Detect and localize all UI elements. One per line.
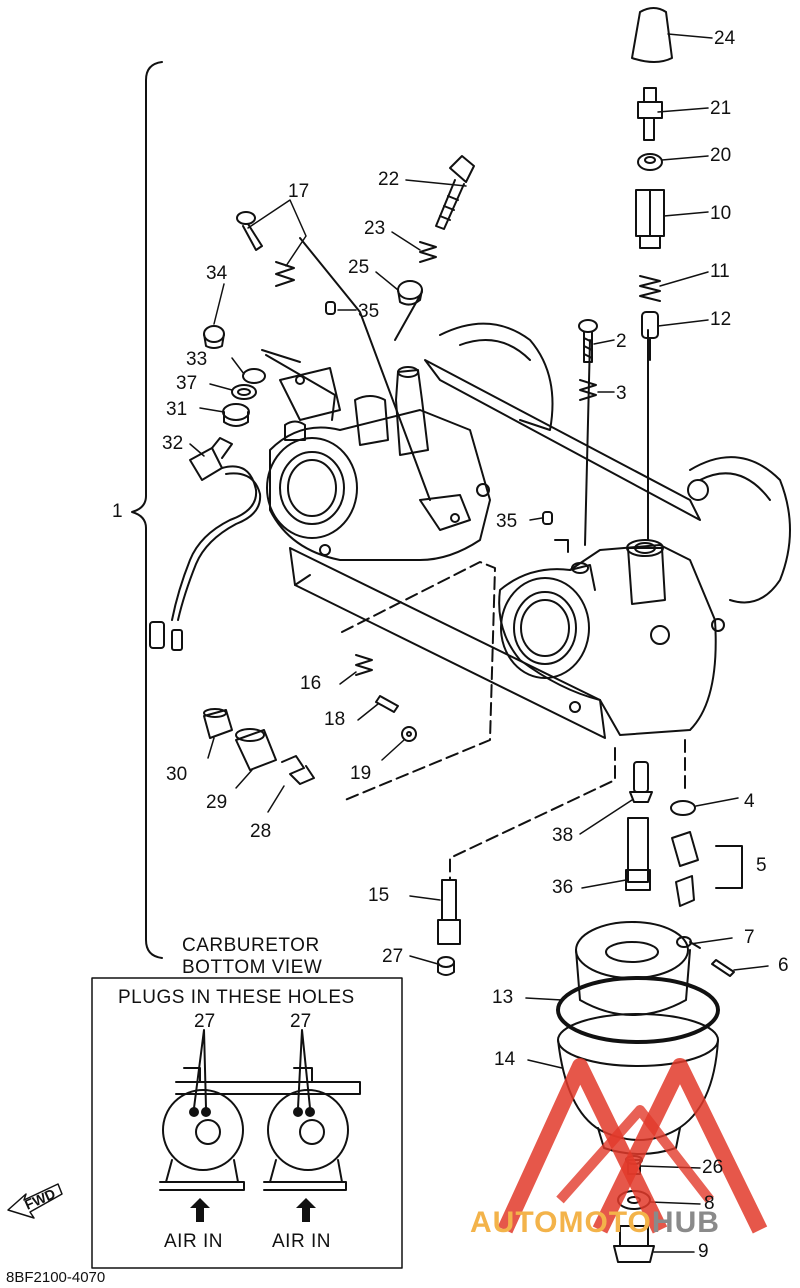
inset-label-27-left: 27 [194,1011,216,1032]
diagram-code: 8BF2100-4070 [6,1269,106,1286]
label-part-23: 23 [364,218,386,239]
part-5-jets [671,831,743,907]
part-31-nut [222,403,250,427]
label-part-18: 18 [324,709,346,730]
label-part-31: 31 [166,399,188,420]
label-part-11: 11 [710,261,730,282]
inset-plugs-text: PLUGS IN THESE HOLES [118,987,355,1008]
watermark-logo [497,1058,768,1234]
float-assembly [575,921,691,1016]
label-part-27: 27 [382,946,404,967]
part-35b-plug [542,511,553,525]
part-27-plug [437,956,455,976]
label-part-21: 21 [710,98,732,119]
part-17-screw [236,211,295,287]
carburetor-body [266,322,791,739]
part-22-screw [435,155,475,230]
label-part-20: 20 [710,145,732,166]
part-19-clip [401,726,417,742]
label-part-17: 17 [288,181,310,202]
label-part-35a: 35 [358,301,380,322]
label-part-28: 28 [250,821,272,842]
label-part-15: 15 [368,885,390,906]
part-37-oring [231,384,257,400]
part-4-washer [670,800,696,816]
part-34-cap [203,325,225,349]
assembly-bracket [131,61,163,959]
part-38-jet [629,761,653,803]
label-part-8: 8 [704,1193,715,1214]
part-32-sensor [149,437,262,651]
watermark-text: AUTOMOTOHUB [470,1206,720,1240]
inset-title-line2: BOTTOM VIEW [182,957,323,978]
label-part-19: 19 [350,763,372,784]
part-2-screw [578,319,598,363]
part-7-screw [676,936,701,949]
part-23-spring [419,241,437,263]
label-part-30: 30 [166,764,188,785]
label-part-26: 26 [702,1157,724,1178]
label-part-10: 10 [710,203,732,224]
watermark-right: HUB [651,1206,720,1239]
part-24-cap [631,7,673,63]
label-part-32: 32 [162,433,184,454]
label-part-29: 29 [206,792,228,813]
part-18-pin [375,695,399,713]
leader-lines [261,237,686,881]
part-15-pilot-jet [437,879,461,945]
label-part-13: 13 [492,987,514,1008]
label-part-7: 7 [744,927,755,948]
part-30-sleeve [203,708,233,739]
part-36-needle-jet [625,817,651,891]
label-part-14: 14 [494,1049,516,1070]
label-part-37: 37 [176,373,198,394]
part-25-washer [397,280,423,306]
label-part-5: 5 [756,855,767,876]
part-12-needle [641,311,659,361]
label-part-9: 9 [698,1241,709,1262]
label-part-36: 36 [552,877,574,898]
label-part-6: 6 [778,955,789,976]
part-11-spring [639,275,661,302]
part-9-drain-plug [613,1225,655,1263]
part-35a-plug [325,301,336,315]
inset-label-27-right: 27 [290,1011,312,1032]
part-13-gasket [556,976,720,1044]
air-in-left: AIR IN [164,1231,223,1252]
label-part-25: 25 [348,257,370,278]
part-28-spring [281,755,315,785]
label-part-38: 38 [552,825,574,846]
inset-plug-holes [189,1107,315,1117]
label-part-24: 24 [714,28,736,49]
watermark-left: AUTOMOTO [470,1206,652,1239]
label-part-12: 12 [710,309,732,330]
label-part-1: 1 [112,501,123,522]
part-3-spring [579,379,597,401]
fwd-arrow-icon [7,1183,63,1219]
air-in-arrows [190,1198,316,1222]
air-in-right: AIR IN [272,1231,331,1252]
part-29-sleeve [235,728,277,771]
label-part-4: 4 [744,791,755,812]
label-part-34: 34 [206,263,228,284]
label-part-33: 33 [186,349,208,370]
inset-bottom-view [91,977,403,1269]
label-part-2: 2 [616,331,627,352]
part-10-fitting [635,189,665,249]
part-33-washer [242,368,266,384]
inset-title-line1: CARBURETOR [182,935,320,956]
part-20-nut [637,153,663,171]
label-part-3: 3 [616,383,627,404]
part-16-spring [355,654,373,676]
label-part-22: 22 [378,169,400,190]
label-part-35b: 35 [496,511,518,532]
part-6-pin [711,959,735,977]
part-21-valve [637,87,663,141]
label-part-16: 16 [300,673,322,694]
